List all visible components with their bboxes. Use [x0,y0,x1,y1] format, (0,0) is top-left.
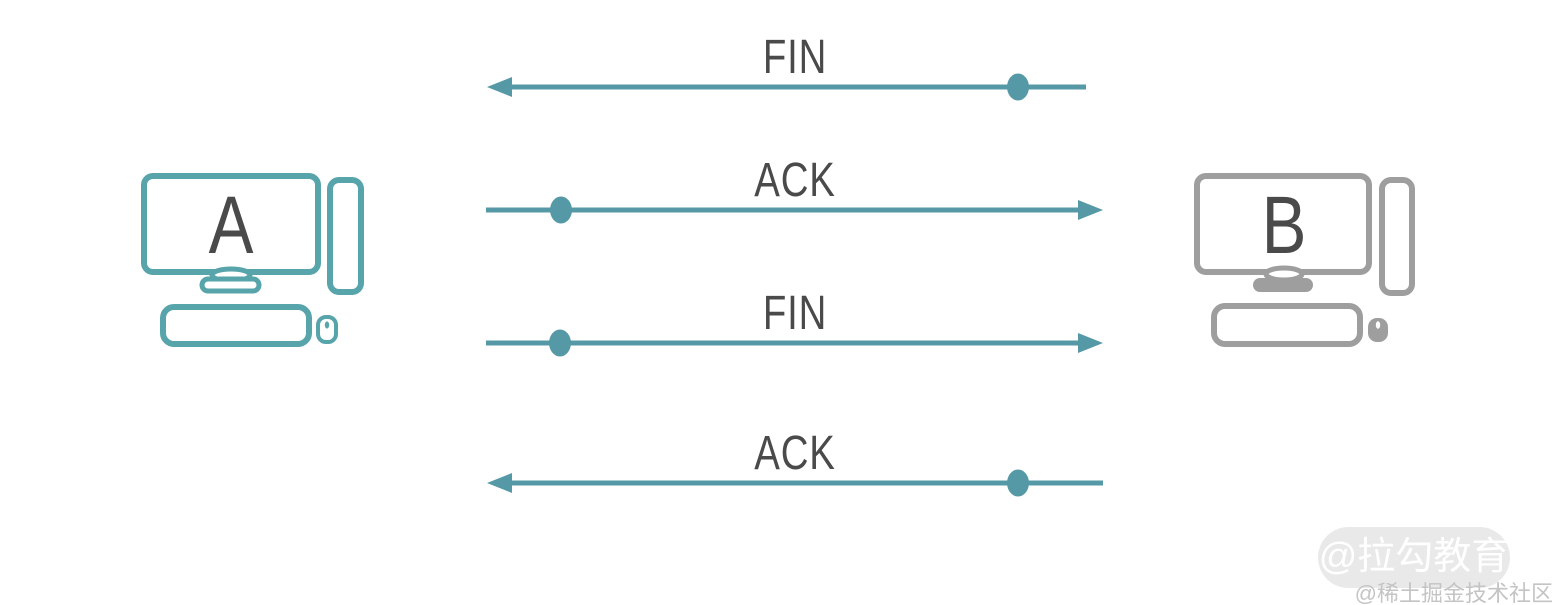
message-origin-dot [549,329,571,357]
arrowhead-right-icon [1078,200,1103,220]
arrowhead-right-icon [1078,333,1103,353]
arrow-right-icon [486,329,1103,357]
watermark-badge-text: @拉勾教育 [1318,536,1510,578]
host-b-computer-icon: B [1194,173,1415,347]
arrow-right-icon [486,196,1103,224]
watermark-badge: @拉勾教育 [1318,527,1510,588]
host-b-label: B [1262,179,1307,271]
host-a-tower [327,177,364,295]
message-origin-dot [550,196,572,224]
arrow-left-icon [487,73,1086,101]
host-a-stand [199,266,262,294]
host-a-mouse [316,315,338,344]
watermark-credit-text: @稀土掘金技术社区 [1354,581,1553,605]
message-label-fin-1: FIN [762,31,828,84]
host-a-keyboard [160,304,312,347]
message-label-ack-2: ACK [754,427,836,480]
arrow-left-icon [487,469,1103,497]
host-b-mouse [1368,318,1388,342]
host-a-label: A [209,179,254,271]
host-b-stand [1253,265,1313,292]
arrowhead-left-icon [487,77,512,97]
host-b-tower [1379,177,1415,296]
host-a-computer-icon: A [141,173,364,347]
arrowhead-left-icon [487,473,512,493]
message-origin-dot [1007,469,1029,497]
host-b-keyboard [1211,303,1363,347]
message-label-ack-1: ACK [754,154,836,207]
message-origin-dot [1007,73,1029,101]
message-label-fin-2: FIN [762,287,828,340]
